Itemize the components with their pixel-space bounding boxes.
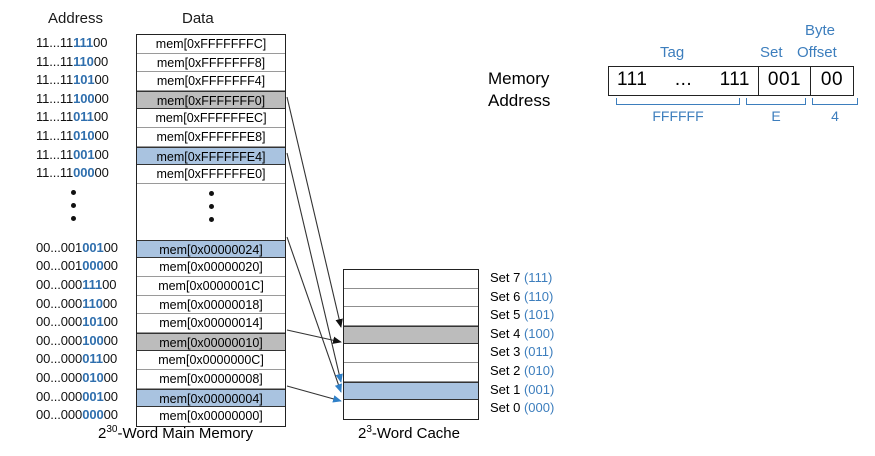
memory-data-cell: mem[0x00000000] — [137, 407, 285, 426]
memory-data-cell: mem[0x00000010] — [137, 332, 285, 352]
memory-data-cell: mem[0xFFFFFFE0] — [137, 165, 285, 184]
arrow-mem24-to-set1 — [286, 236, 342, 393]
tag-bits-left: 111 — [617, 69, 648, 90]
memory-address-column: 11...1111100 11...1111000 11...1110100 11..… — [36, 34, 140, 425]
memory-data-cell: mem[0x0000000C] — [137, 351, 285, 370]
cache-set-label: Set 6 (110) — [490, 288, 554, 304]
arrow-mem04-to-set1 — [286, 385, 342, 403]
cache-table — [343, 269, 479, 420]
memory-address-row: 00...00000000 — [36, 407, 118, 423]
memory-address-row: 00...00011100 — [36, 276, 117, 292]
cache-set-cell — [344, 270, 478, 289]
memory-address-row: 11...1100000 — [36, 165, 109, 181]
cache-set-label: Set 2 (010) — [490, 362, 555, 378]
set-field-header: Set — [760, 44, 783, 61]
memory-data-cell: mem[0xFFFFFFE8] — [137, 127, 285, 147]
memory-data-cell: mem[0x00000004] — [137, 388, 285, 408]
vertical-ellipsis — [137, 190, 285, 230]
arrow-memF0-to-set4 — [286, 96, 343, 328]
cache-set-label: Set 4 (100) — [490, 325, 555, 341]
memory-address-row: 11...1100100 — [36, 146, 109, 162]
memory-data-cell: mem[0x00000008] — [137, 369, 285, 389]
memory-address-row: 00...00010000 — [36, 332, 118, 348]
tag-bits-ellipsis: ... — [674, 69, 693, 90]
cache-set-label: Set 1 (001) — [490, 381, 555, 397]
cache-set-label: Set 0 (000) — [490, 400, 555, 416]
tag-bits-field: 111 ... 111 — [609, 67, 759, 95]
memory-data-cell: mem[0x00000024] — [137, 239, 285, 259]
memory-address-row: 00...00001000 — [36, 369, 118, 385]
cache-set-cell — [344, 307, 478, 326]
memory-caption-base: 2 — [98, 425, 107, 442]
memory-address-row: 11...1101000 — [36, 127, 109, 143]
tag-field-header: Tag — [660, 44, 685, 61]
main-memory-caption: 230-Word Main Memory — [98, 424, 253, 442]
memory-address-label-line1: Memory — [488, 69, 550, 88]
memory-address-row: 11...1110000 — [36, 90, 109, 106]
cache-set-label: Set 3 (011) — [490, 344, 554, 360]
memory-data-cell: mem[0x00000020] — [137, 258, 285, 277]
byte-offset-header-line2: Offset — [797, 44, 837, 61]
data-column-header: Data — [182, 10, 214, 27]
cache-caption-rest: -Word Cache — [371, 425, 460, 442]
cache-set-label: Set 7 (111) — [490, 270, 553, 285]
byte-offset-bracket — [812, 98, 858, 105]
address-column-header: Address — [48, 10, 104, 27]
cache-set-cell — [344, 325, 478, 345]
byte-offset-hex-label: 4 — [831, 108, 839, 124]
memory-caption-exponent: 30 — [106, 424, 118, 435]
memory-address-row: 11...1111100 — [36, 35, 108, 50]
main-memory-table: mem[0xFFFFFFFC]mem[0xFFFFFFF8]mem[0xFFFF… — [136, 34, 286, 427]
memory-data-cell: mem[0x0000001C] — [137, 276, 285, 296]
cache-caption: 23-Word Cache — [358, 424, 460, 442]
memory-data-cell: mem[0xFFFFFFF8] — [137, 53, 285, 73]
memory-ellipsis-gap — [137, 183, 285, 240]
tag-bracket — [616, 98, 740, 105]
memory-address-row: 11...1110100 — [36, 72, 109, 88]
memory-address-bit-box: 111 ... 111 001 00 — [608, 66, 854, 96]
set-hex-label: E — [771, 108, 781, 124]
cache-set-cell — [344, 362, 478, 382]
cache-set-cell — [344, 381, 478, 401]
cache-set-cell — [344, 344, 478, 363]
memory-data-cell: mem[0xFFFFFFF4] — [137, 72, 285, 91]
cache-set-label: Set 5 (101) — [490, 307, 555, 323]
set-bracket — [746, 98, 806, 105]
memory-data-cell: mem[0x00000018] — [137, 295, 285, 315]
arrow-memE4-to-set1 — [286, 152, 343, 383]
memory-data-cell: mem[0x00000014] — [137, 314, 285, 333]
tag-hex-label: FFFFFF — [652, 108, 704, 124]
memory-address-label-line2: Address — [488, 91, 551, 110]
memory-address-row: 00...00010100 — [36, 314, 118, 330]
memory-address-row: 00...00011000 — [36, 295, 118, 311]
cache-set-cell — [344, 400, 478, 419]
cache-caption-base: 2 — [358, 425, 367, 442]
byte-offset-header-line1: Byte — [805, 22, 836, 39]
address-ellipsis-gap — [36, 183, 140, 239]
cache-set-labels: Set 7 (111) Set 6 (110) Set 5 (101) Set 4 (… — [490, 269, 554, 418]
tag-bits-right: 111 — [719, 69, 750, 90]
memory-caption-rest: -Word Main Memory — [117, 425, 254, 442]
memory-data-cell: mem[0xFFFFFFEC] — [137, 109, 285, 128]
arrow-mem10-to-set4 — [286, 329, 342, 344]
byte-offset-bits-field: 00 — [820, 69, 844, 90]
cache-set-cell — [344, 288, 478, 308]
memory-data-cell: mem[0xFFFFFFF0] — [137, 90, 285, 110]
set-bits-field: 001 — [759, 67, 811, 95]
memory-address-row: 00...00100000 — [36, 258, 118, 274]
memory-address-row: 11...1111000 — [36, 53, 109, 69]
memory-address-row: 00...00001100 — [36, 351, 118, 367]
memory-data-cell: mem[0xFFFFFFFC] — [137, 35, 285, 54]
memory-address-label: Memory Address — [488, 68, 550, 112]
memory-address-row: 00...00000100 — [36, 388, 118, 404]
vertical-ellipsis — [58, 189, 88, 229]
cache-caption-exponent: 3 — [366, 424, 372, 435]
memory-address-row: 11...1101100 — [36, 109, 109, 125]
memory-address-row: 00...00100100 — [36, 239, 118, 255]
memory-data-cell: mem[0xFFFFFFE4] — [137, 146, 285, 166]
